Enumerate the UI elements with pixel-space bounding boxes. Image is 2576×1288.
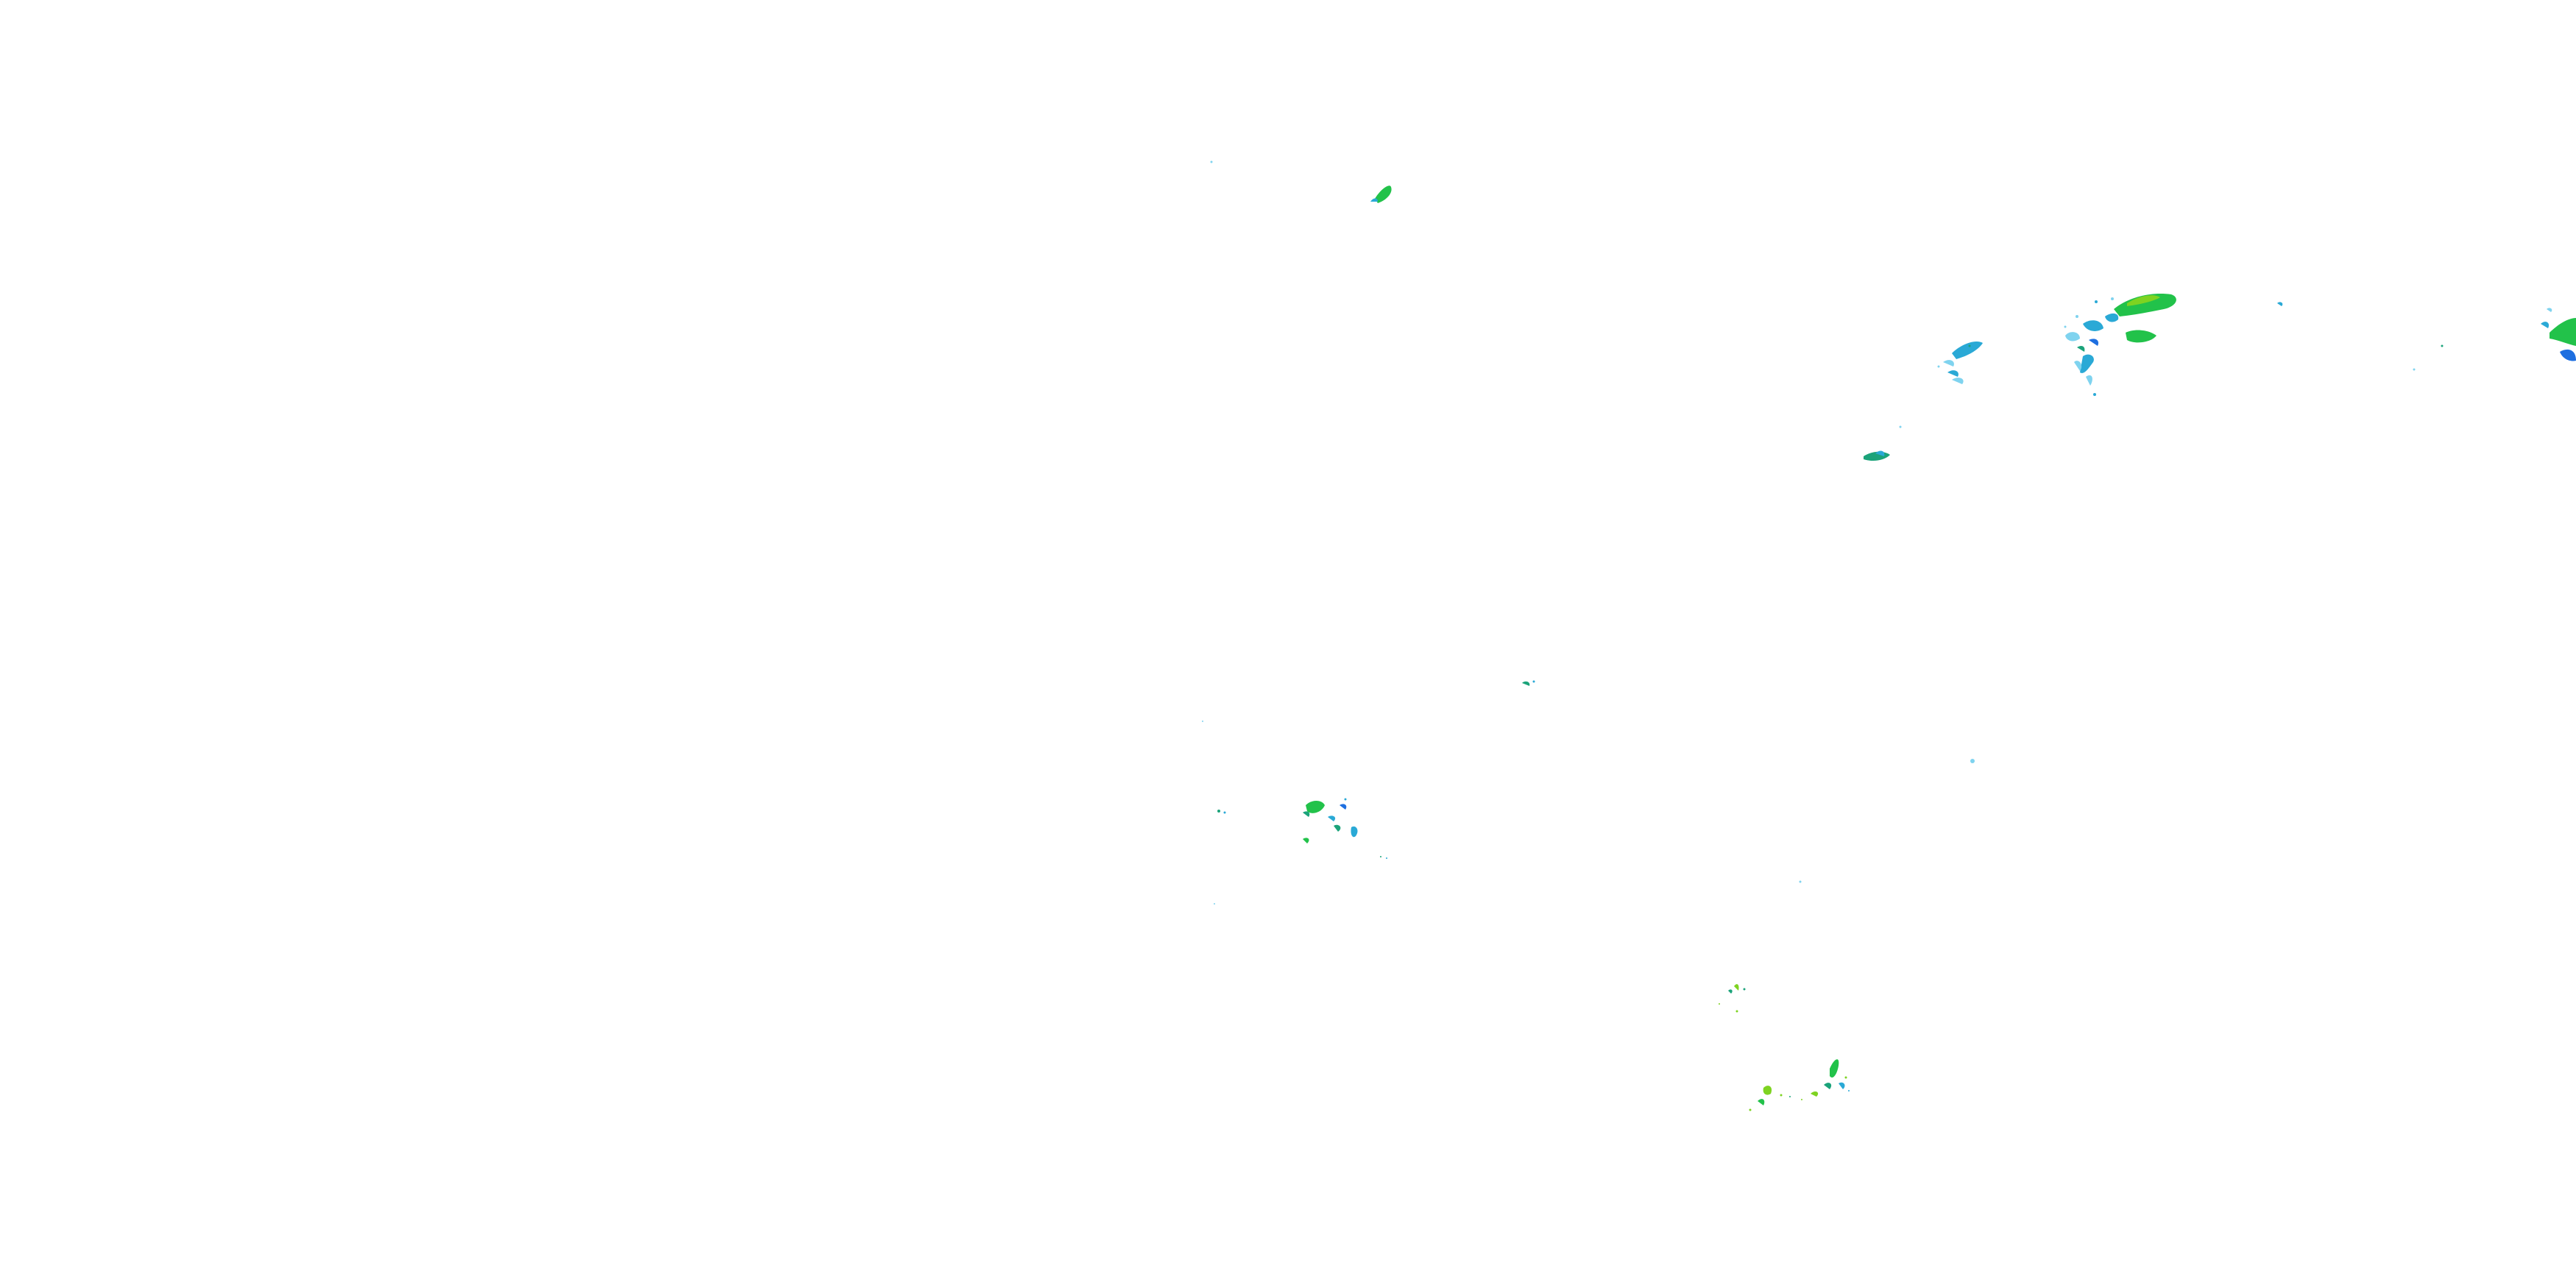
precip-cell-west-central (1214, 798, 1387, 905)
precip-cell-northeast-secondary (1937, 341, 1983, 384)
precip-cell-east-small (2277, 302, 2444, 371)
precip-cell-central-east (1864, 425, 1902, 461)
precip-cell-north-central (1210, 160, 1392, 203)
precip-cell-east-edge (2541, 308, 2576, 361)
precip-cell-south-scattered (1719, 984, 1746, 1013)
precip-cell-center-tiny (1202, 680, 1975, 883)
precip-cell-northeast-main (2064, 294, 2176, 396)
precip-cell-south-main (1749, 1059, 1850, 1111)
